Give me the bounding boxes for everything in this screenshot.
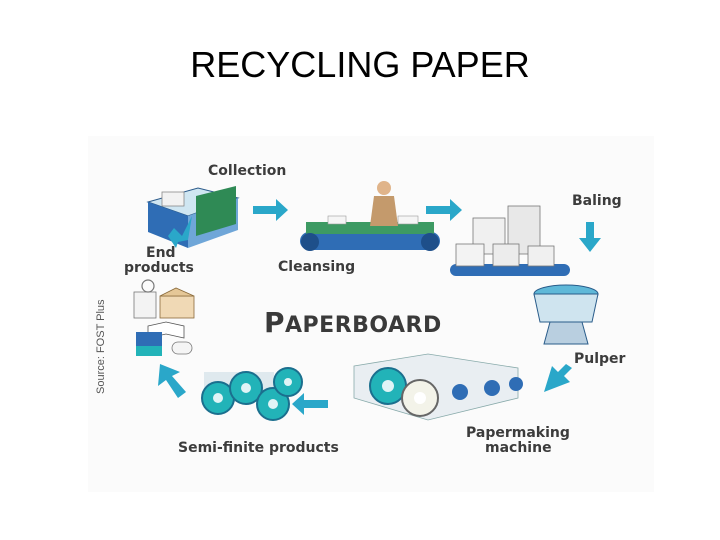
papermaking-label-line2: machine (485, 440, 552, 456)
center-label: PAPERBOARD (264, 306, 442, 339)
flow-arrow-2 (426, 199, 462, 221)
flow-arrow-7 (168, 216, 192, 248)
flow-arrow-4 (544, 364, 572, 392)
pulper-illustration (533, 284, 599, 345)
end-products-illustration (133, 279, 195, 356)
cleansing-conveyor-illustration (300, 181, 440, 251)
end-products-label-line1: End (146, 245, 176, 261)
center-label-rest: APERBOARD (285, 313, 442, 338)
recycling-diagram: Collection Cleansing Baling Pulper Paper… (88, 136, 654, 492)
end-products-label-line2: products (124, 260, 194, 276)
papermaking-label-line1: Papermaking (466, 425, 570, 441)
center-label-initial: P (264, 306, 286, 339)
semi-finite-label: Semi-finite products (178, 440, 339, 456)
source-credit: Source: FOST Plus (95, 299, 107, 394)
papermaking-machine-illustration (353, 353, 523, 421)
semi-finite-rolls-illustration (201, 367, 303, 421)
flow-arrow-6 (158, 364, 186, 398)
collection-bins-illustration (146, 186, 240, 248)
slide-title: RECYCLING PAPER (190, 44, 530, 85)
baling-stacks-illustration (450, 205, 570, 276)
flow-arrow-1 (253, 199, 288, 221)
flow-arrow-3 (579, 222, 601, 252)
cleansing-label: Cleansing (278, 259, 356, 275)
pulper-label: Pulper (574, 351, 626, 367)
collection-label: Collection (208, 163, 287, 179)
baling-label: Baling (572, 193, 622, 209)
diagram-illustration (133, 181, 601, 421)
flow-arrow-5 (292, 393, 328, 415)
